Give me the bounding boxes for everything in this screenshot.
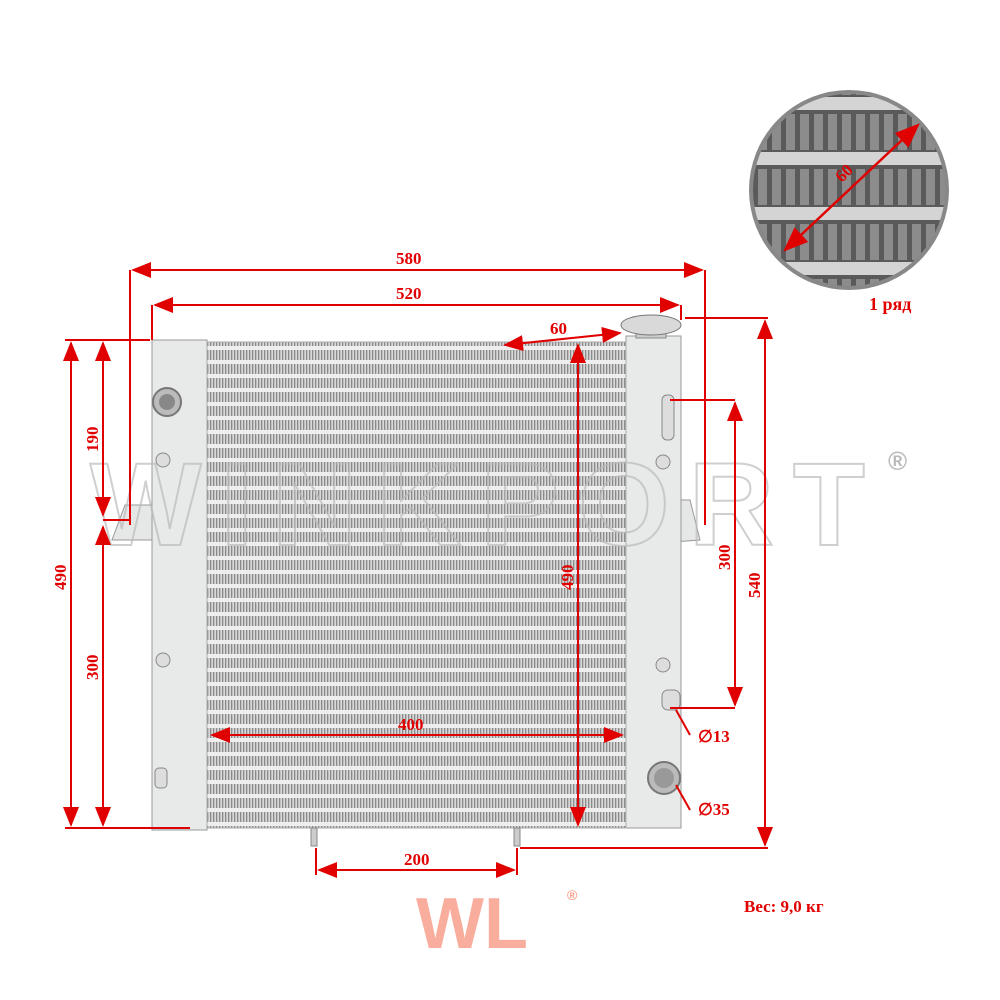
dim-overall-width: 580 [396, 249, 422, 268]
fin-detail-inset: 60 [749, 90, 949, 290]
watermark-registered: ® [888, 446, 907, 476]
wl-logo: WL ® [416, 884, 578, 964]
dim-core-width: 520 [396, 284, 422, 303]
dim-filler-offset: 60 [550, 319, 567, 338]
rows-label: 1 ряд [869, 294, 912, 314]
dim-large-port-diameter: ∅35 [698, 800, 730, 819]
dim-right-port-spacing: 300 [715, 545, 734, 571]
dim-small-port-diameter: ∅13 [698, 727, 730, 746]
radiator-core [206, 341, 627, 829]
svg-text:WL: WL [416, 884, 528, 964]
left-tank [151, 339, 208, 831]
dim-right-total-height: 540 [745, 573, 764, 599]
filler-cap [620, 314, 682, 339]
dim-left-lower-height: 300 [83, 655, 102, 681]
dim-bottom-pin-spacing: 200 [404, 850, 430, 869]
dimension-lines [63, 262, 773, 878]
dim-left-total-height: 490 [51, 565, 70, 591]
dim-left-upper-height: 190 [83, 427, 102, 453]
dim-core-height: 490 [558, 565, 577, 591]
weight-label: Вес: 9,0 кг [744, 897, 824, 916]
svg-text:®: ® [567, 887, 578, 903]
ports [152, 387, 681, 847]
dim-core-inner-width: 400 [398, 715, 424, 734]
